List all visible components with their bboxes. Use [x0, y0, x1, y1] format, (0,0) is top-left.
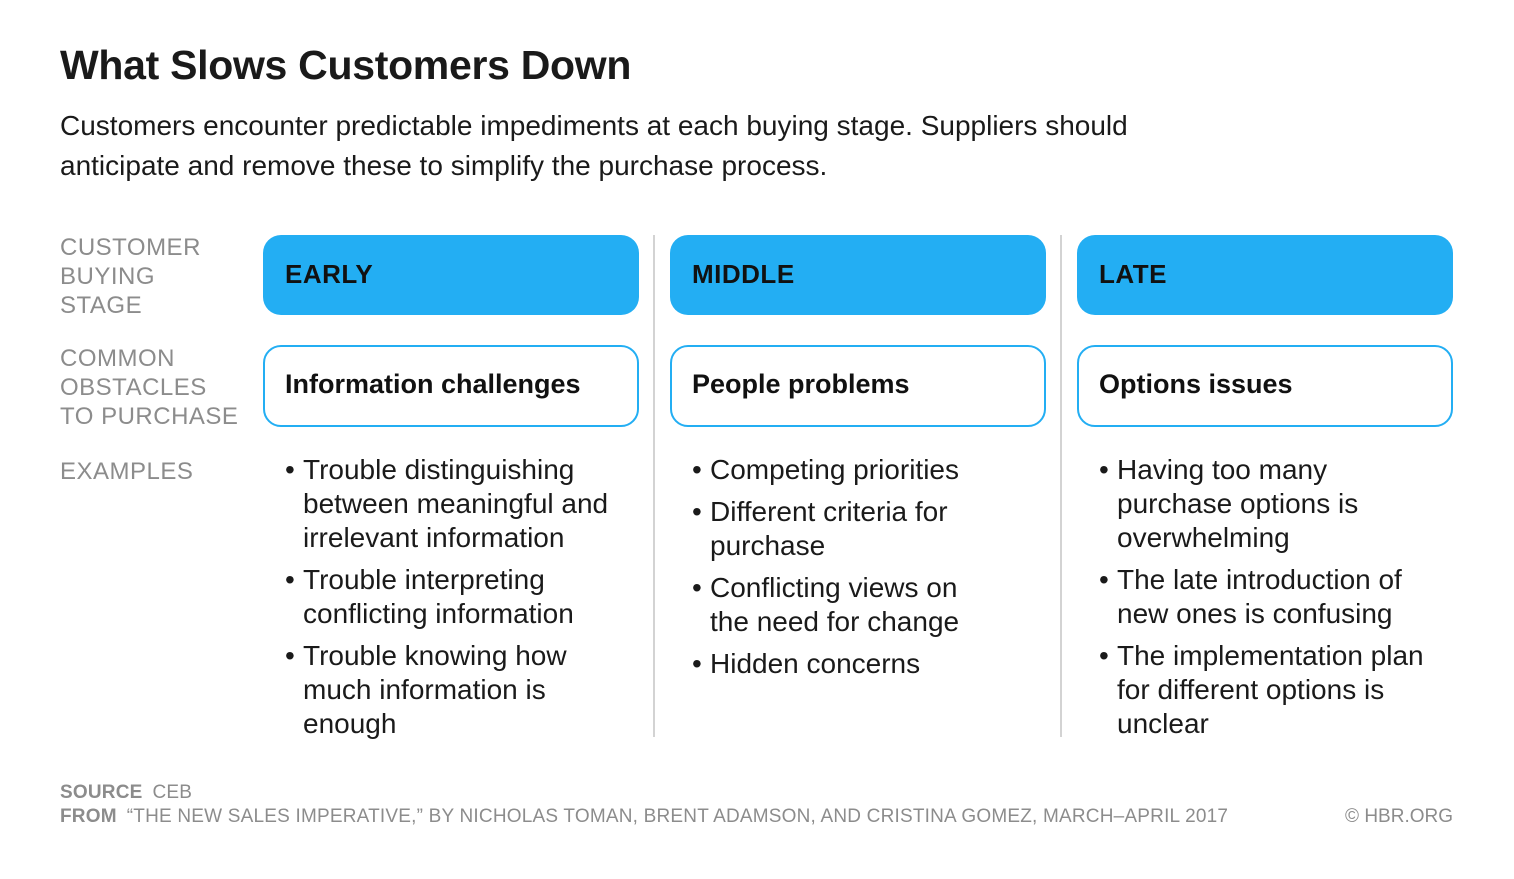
row-label-obstacles: COMMON OBSTACLES TO PURCHASE: [60, 344, 238, 431]
obstacle-label: Options issues: [1099, 369, 1293, 399]
obstacle-label: People problems: [692, 369, 910, 399]
stage-box: MIDDLE: [670, 235, 1046, 315]
obstacle-box: People problems: [670, 345, 1046, 427]
stage-box: EARLY: [263, 235, 639, 315]
examples-list: Competing priorities Different criteria …: [692, 453, 992, 689]
example-item: Different criteria for purchase: [692, 495, 952, 563]
from-line: FROM “THE NEW SALES IMPERATIVE,” BY NICHO…: [60, 806, 1228, 828]
example-item: The late introduction of new ones is con…: [1099, 563, 1444, 631]
from-label: FROM: [60, 806, 117, 827]
stage-box: LATE: [1077, 235, 1453, 315]
row-label-stage: CUSTOMER BUYING STAGE: [60, 233, 201, 320]
example-item: Competing priorities: [692, 453, 992, 487]
obstacle-box: Options issues: [1077, 345, 1453, 427]
example-item: Conflicting views on the need for change: [692, 571, 982, 639]
stage-label: MIDDLE: [692, 259, 795, 289]
row-label-obstacles-line: TO PURCHASE: [60, 403, 239, 430]
column-divider: [1060, 235, 1062, 737]
chart-title: What Slows Customers Down: [60, 42, 632, 88]
copyright: © HBR.ORG: [1345, 806, 1453, 827]
example-item: Trouble knowing how much information is …: [285, 639, 639, 741]
obstacle-label: Information challenges: [285, 369, 581, 399]
row-label-stage-line: BUYING: [60, 263, 156, 290]
source-value: CEB: [152, 782, 193, 803]
stage-label: LATE: [1099, 259, 1167, 289]
example-item: Having too many purchase options is over…: [1099, 453, 1359, 555]
example-item: The implementation plan for different op…: [1099, 639, 1451, 741]
example-item: Trouble distinguishing between meaningfu…: [285, 453, 639, 555]
obstacle-box: Information challenges: [263, 345, 639, 427]
example-item: Trouble interpreting conflicting informa…: [285, 563, 639, 631]
row-label-stage-line: STAGE: [60, 292, 143, 319]
row-label-stage-line: CUSTOMER: [60, 234, 201, 261]
examples-list: Trouble distinguishing between meaningfu…: [285, 453, 639, 749]
stage-label: EARLY: [285, 259, 374, 289]
source-label: SOURCE: [60, 782, 143, 803]
row-label-examples: EXAMPLES: [60, 458, 194, 485]
chart-subtitle: Customers encounter predictable impedime…: [60, 110, 1128, 181]
source-line: SOURCE CEB: [60, 782, 192, 804]
example-item: Hidden concerns: [692, 647, 992, 681]
column-divider: [653, 235, 655, 737]
row-label-obstacles-line: COMMON: [60, 345, 175, 372]
row-label-obstacles-line: OBSTACLES: [60, 374, 207, 401]
examples-list: Having too many purchase options is over…: [1099, 453, 1453, 749]
from-value: “THE NEW SALES IMPERATIVE,” BY NICHOLAS …: [126, 806, 1229, 827]
